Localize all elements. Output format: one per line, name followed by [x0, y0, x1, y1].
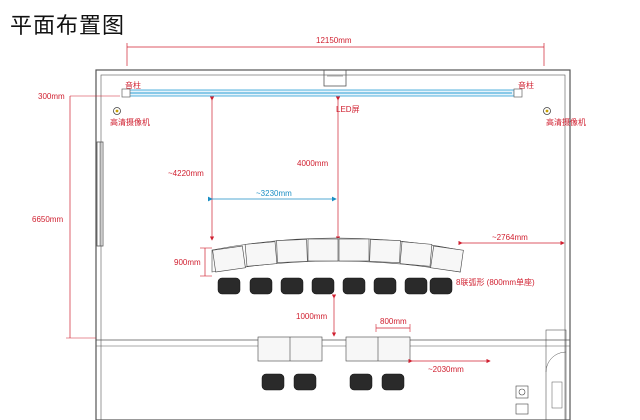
dimension-room-depth: 6650mm: [32, 96, 96, 339]
dimension-offset-top: 300mm: [38, 92, 120, 101]
width-total-label: 12150mm: [316, 36, 352, 45]
dimension-side-gap: ~2764mm: [458, 233, 565, 246]
page-title: 平面布置图: [10, 14, 126, 39]
camera-right-icon: [543, 107, 551, 115]
dimension-rear-gap: ~2030mm: [408, 358, 491, 374]
svg-text:~2030mm: ~2030mm: [428, 365, 464, 374]
chairs-front-row: [217, 277, 453, 295]
dimension-seat-width: 800mm: [375, 317, 411, 332]
svg-text:4000mm: 4000mm: [297, 159, 328, 168]
dimension-row-gap: 1000mm: [296, 294, 337, 337]
svg-text:~2764mm: ~2764mm: [492, 233, 528, 242]
camera-left-label: 高清摄像机: [110, 117, 150, 127]
chairs-rear-row: [261, 373, 405, 391]
svg-text:~4220mm: ~4220mm: [168, 169, 204, 178]
camera-left-icon: [113, 107, 121, 115]
rear-desks: [257, 336, 411, 362]
camera-right-label: 高清摄像机: [546, 117, 586, 127]
speaker-left-label: 音柱: [125, 80, 141, 90]
svg-text:900mm: 900mm: [174, 258, 201, 267]
speaker-right-label: 音柱: [518, 80, 534, 90]
svg-text:6650mm: 6650mm: [32, 215, 63, 224]
room-walls: [95, 69, 571, 420]
svg-text:~3230mm: ~3230mm: [256, 189, 292, 198]
dimension-width: 12150mm: [126, 36, 545, 66]
arc-desk-label: 8联弧形 (800mm单座): [456, 277, 535, 287]
dimension-depth-center: 4000mm: [297, 96, 341, 241]
dimension-depth-left: ~4220mm: [168, 96, 215, 241]
equipment-icon: [515, 385, 529, 415]
svg-text:300mm: 300mm: [38, 92, 65, 101]
arc-desk-row: [211, 237, 464, 273]
svg-text:1000mm: 1000mm: [296, 312, 327, 321]
dimension-desk-depth: 900mm: [174, 247, 212, 277]
svg-text:800mm: 800mm: [380, 317, 407, 326]
led-screen-bar: [121, 88, 523, 98]
led-screen-label: LED屏: [336, 105, 360, 114]
dimension-half-width: ~3230mm: [208, 189, 337, 202]
